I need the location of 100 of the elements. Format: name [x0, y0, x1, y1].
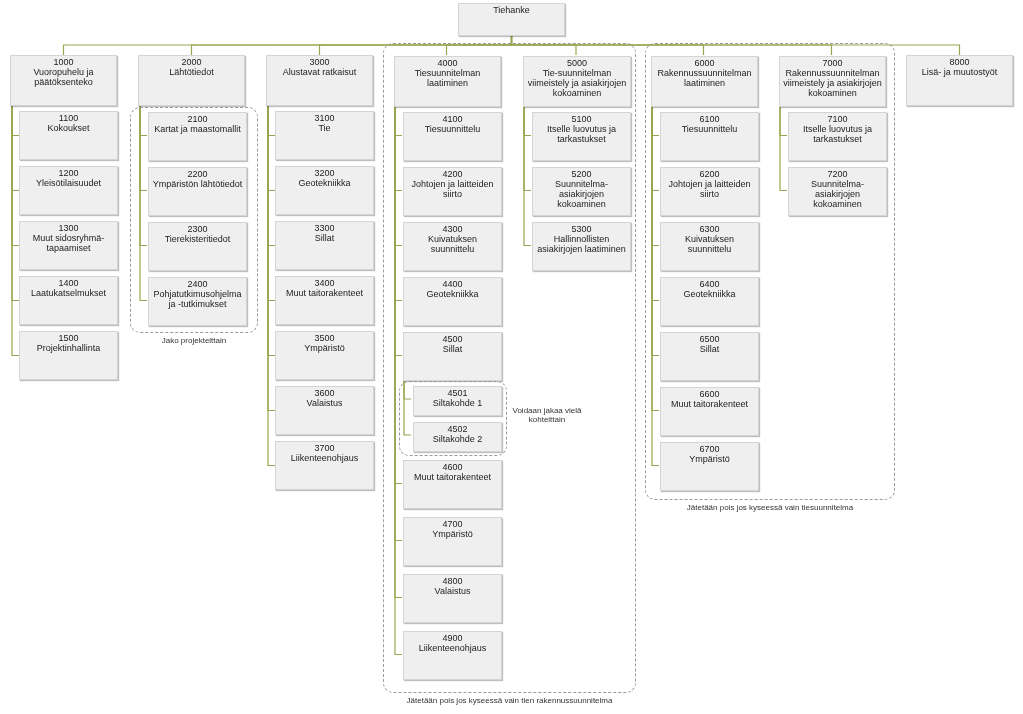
- connector-line: [779, 105, 788, 192]
- task-title: Geotekniikka: [426, 289, 479, 299]
- task-title: Kuivatuksen suunnittelu: [684, 234, 735, 254]
- task-title: Geotekniikka: [683, 289, 736, 299]
- task-box: [403, 574, 502, 623]
- task-code: 3100: [314, 113, 335, 123]
- task-box: [413, 386, 502, 416]
- task-code: 3000: [309, 57, 330, 67]
- task-title: Suunnitelma-asiakirjojen kokoaminen: [554, 179, 609, 209]
- task-code: 7200: [827, 169, 848, 179]
- task-title: Projektinhallinta: [36, 343, 101, 353]
- task-box: [19, 111, 118, 160]
- task-box: [660, 277, 759, 326]
- task-box: [413, 422, 502, 452]
- task-title: Sillat: [699, 344, 720, 354]
- task-code: 6000: [694, 58, 715, 68]
- task-box: [275, 331, 374, 380]
- task-title: Hallinnollisten asiakirjojen laatiminen: [536, 234, 627, 254]
- task-code: 1100: [58, 113, 79, 123]
- task-code: 7100: [827, 114, 848, 124]
- task-title: Rakennussuunnitelman laatiminen: [656, 68, 753, 88]
- task-title: Ympäristö: [689, 454, 730, 464]
- task-box: [275, 441, 374, 490]
- task-box: [403, 112, 502, 161]
- connector-line: [11, 105, 20, 357]
- task-title: Vuoropuhelu ja päätöksenteko: [32, 67, 95, 87]
- task-box: [660, 112, 759, 161]
- task-code: 6200: [699, 169, 720, 179]
- task-title: Tiesuunnittelu: [424, 124, 481, 134]
- task-box: [403, 332, 502, 381]
- task-box: [403, 460, 502, 509]
- task-title: Kokoukset: [47, 123, 90, 133]
- task-code: 5100: [571, 114, 592, 124]
- task-box: [10, 55, 117, 106]
- task-title: Ympäristö: [432, 529, 473, 539]
- task-box: [532, 222, 631, 271]
- task-title: Liikenteenohjaus: [290, 453, 359, 463]
- task-box: [275, 166, 374, 215]
- task-code: 3700: [314, 443, 335, 453]
- task-box: [19, 331, 118, 380]
- task-title: Tiesuunnittelu: [681, 124, 738, 134]
- task-code: 5300: [571, 224, 592, 234]
- task-title: Muut sidosryhmä-tapaamiset: [31, 233, 106, 253]
- task-box: [788, 112, 887, 161]
- task-title: Alustavat ratkaisut: [282, 67, 357, 77]
- task-box: [138, 55, 245, 106]
- task-code: 4100: [442, 114, 463, 124]
- task-box: [275, 111, 374, 160]
- task-title: Valaistus: [434, 586, 471, 596]
- task-box: [523, 56, 631, 107]
- task-title: Lähtötiedot: [169, 67, 214, 77]
- task-box: [779, 56, 886, 107]
- task-code: 2100: [187, 114, 208, 124]
- task-box: [788, 167, 887, 216]
- task-code: 3300: [314, 223, 335, 233]
- task-code: 5000: [567, 58, 587, 68]
- task-box: [148, 277, 247, 326]
- task-box: [403, 167, 502, 216]
- task-box: [19, 221, 118, 270]
- task-box: [403, 222, 502, 271]
- task-title: Suunnitelma-asiakirjojen kokoaminen: [810, 179, 865, 209]
- connector-line: [523, 105, 532, 247]
- dashed-group-frame: [130, 107, 258, 333]
- task-title: Johtojen ja laitteiden siirto: [667, 179, 752, 199]
- task-box: [403, 631, 502, 680]
- dashed-group-frame: [399, 381, 507, 456]
- task-title: Muut taitorakenteet: [285, 288, 363, 298]
- connector-line: [403, 379, 412, 436]
- task-code: 7000: [822, 58, 843, 68]
- connector-line: [139, 105, 148, 302]
- task-code: 4500: [442, 334, 463, 344]
- task-box: [532, 112, 631, 161]
- task-box: [148, 112, 247, 161]
- task-box: [660, 387, 759, 436]
- task-code: 4200: [442, 169, 463, 179]
- task-code: 3400: [314, 278, 335, 288]
- task-code: 4600: [442, 462, 463, 472]
- task-code: 6500: [699, 334, 720, 344]
- connector-line: [510, 35, 961, 56]
- task-code: 4000: [437, 58, 458, 68]
- task-box: [458, 3, 565, 36]
- task-box: [660, 167, 759, 216]
- group-caption: Jako projekteittain: [160, 336, 228, 345]
- task-box: [275, 276, 374, 325]
- task-title: Tiehanke: [493, 5, 530, 15]
- task-box: [19, 276, 118, 325]
- task-code: 3600: [314, 388, 335, 398]
- group-caption: Jätetään pois jos kyseessä vain tien rakennussuunnitelma: [405, 696, 614, 705]
- task-code: 6600: [699, 389, 720, 399]
- task-code: 4400: [442, 279, 463, 289]
- task-code: 1300: [58, 223, 79, 233]
- task-title: Tie: [318, 123, 331, 133]
- task-box: [660, 332, 759, 381]
- task-code: 8000: [949, 57, 970, 67]
- task-box: [403, 277, 502, 326]
- task-code: 5200: [571, 169, 592, 179]
- task-code: 2200: [187, 169, 208, 179]
- task-box: [148, 167, 247, 216]
- task-box: [19, 166, 118, 215]
- task-code: 1200: [58, 168, 79, 178]
